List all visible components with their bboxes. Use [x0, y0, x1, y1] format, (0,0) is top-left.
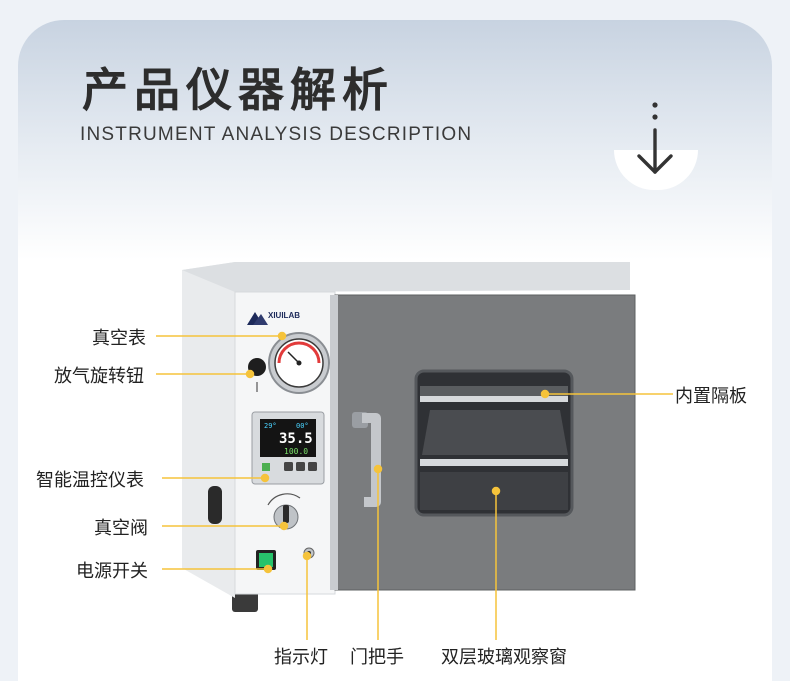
- callout-shelf: 内置隔板: [675, 386, 747, 407]
- callout-indicator-light: 指示灯: [274, 647, 328, 668]
- shelf-upper: [420, 396, 568, 402]
- brand-name: XIUILAB: [268, 311, 300, 320]
- side-vent-port: [208, 486, 222, 524]
- display-main: 35.5: [279, 431, 313, 447]
- oven-side-panel: [182, 262, 235, 598]
- door-handle: [362, 413, 381, 507]
- page-title: 产品仪器解析: [82, 63, 394, 117]
- callout-door-handle: 门把手: [350, 647, 404, 668]
- callout-glass-window: 双层玻璃观察窗: [441, 647, 567, 668]
- callout-vent-knob: 放气旋转钮: [54, 366, 144, 387]
- callout-temp-controller: 智能温控仪表: [36, 470, 144, 491]
- callout-power-switch: 电源开关: [76, 561, 148, 582]
- scroll-down-arrow-icon[interactable]: [630, 100, 680, 190]
- display-set: 100.0: [284, 447, 308, 456]
- callout-vacuum-valve: 真空阀: [94, 518, 148, 539]
- svg-text:00°: 00°: [296, 422, 309, 430]
- callout-vacuum-gauge: 真空表: [92, 328, 146, 349]
- oven-top: [182, 262, 630, 292]
- shelf-lower: [420, 459, 568, 466]
- page-subtitle: INSTRUMENT ANALYSIS DESCRIPTION: [80, 124, 473, 145]
- svg-text:29°: 29°: [264, 422, 277, 430]
